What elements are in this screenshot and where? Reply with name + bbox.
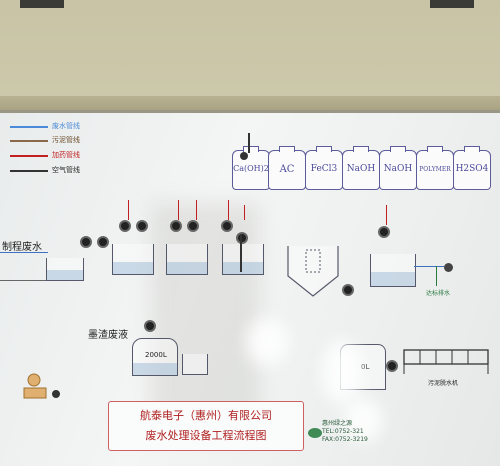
chemical-jar: NaOH [379,146,417,190]
wastewater-in-label: 制程废水 [2,242,42,253]
process-tank [112,244,154,275]
chemical-label: H2SO4 [455,164,489,174]
dosing-line [178,200,180,220]
light-glare [322,340,362,404]
chemical-jar: AC [268,146,306,190]
dosing-line [386,205,388,225]
tank-water [223,262,263,274]
agitator-motor-icon [240,152,248,160]
legend-line-chemical [10,155,48,157]
dosing-line [244,205,246,220]
chemical-label: NaOH [383,164,413,174]
chemical-jar: NaOH [342,146,380,190]
discharge-pipe [414,266,444,268]
process-tank [222,244,264,275]
sludge-machine-label: 污泥脱水机 [428,380,459,387]
company-title-box: 航泰电子（惠州）有限公司 废水处理设备工程流程图 [108,401,304,451]
chemical-label: POLYMER [419,166,451,173]
jar-cap [353,146,369,152]
legend-label-air: 空气管线 [52,166,80,174]
chemical-label: Ca(OH)2 [233,164,269,173]
legend-line-air [10,170,48,172]
company-name: 航泰电子（惠州）有限公司 [140,409,272,422]
chemical-jar: POLYMER [416,146,454,190]
jar-cap [390,146,406,152]
legend-label-wastewater: 废水管线 [52,122,80,130]
chemical-label: FeCl3 [310,164,338,174]
pump-icon [378,226,390,238]
tank-water [133,363,177,375]
pump-icon [97,236,109,248]
process-tank [46,258,84,281]
jar-cap [427,146,443,152]
discharge-drop [436,266,438,286]
filter-press-icon [403,349,489,374]
tank-water [371,272,415,286]
pump-icon [144,320,156,332]
legend-line-sludge [10,140,48,142]
dosing-line [228,200,230,220]
agitator-shaft [248,133,250,153]
filter-press [400,346,492,376]
tank-water [47,270,83,280]
pump-icon [342,284,354,296]
return-pipe [0,280,48,282]
discharge-label: 达标排水 [426,290,451,297]
light-glare [246,318,288,366]
pump-icon [386,360,398,372]
ink-tank-volume: 2000L [145,351,167,359]
sludge-tank-volume: 0L [361,363,370,371]
pump-icon [80,236,92,248]
contractor-contact: 惠州绿之源 TEL:0752-321 FAX:0752-3219 [322,420,368,444]
jar-cap [316,146,332,152]
chemical-jar: H2SO4 [453,146,491,190]
pump-icon [221,220,233,232]
pump-icon [136,220,148,232]
legend-label-sludge: 污泥管线 [52,136,80,144]
air-compressor [20,372,64,406]
process-tank [182,354,208,375]
jar-cap [464,146,480,152]
contractor-name: 惠州绿之源 [322,420,353,427]
chemical-jar: Ca(OH)2 [232,146,270,190]
flow-meter-icon [444,263,453,272]
clarifier-icon [287,246,339,297]
tank-water [167,262,207,274]
wall-mount-right [430,0,474,8]
process-tank [166,244,208,275]
mixer-shaft [240,234,242,272]
light-glare [344,398,382,442]
compressor-icon [23,373,60,399]
process-tank [370,254,416,287]
jar-cap [243,146,259,152]
dosing-line [128,200,130,220]
ink-waste-label: 墨渣废液 [88,330,128,341]
dosing-line [196,200,198,220]
contractor-tel: TEL:0752-321 [322,428,364,435]
chemical-label: AC [279,164,295,175]
chemical-label: NaOH [346,164,376,174]
wall-mount-left [20,0,64,8]
ink-tank: 2000L [132,338,178,376]
legend-label-chemical: 加药管线 [52,151,80,159]
legend-line-wastewater [10,126,48,128]
wastewater-pipe [0,252,48,254]
contractor-fax: FAX:0752-3219 [322,436,368,443]
chart-title: 废水处理设备工程流程图 [145,429,267,442]
contractor-logo [308,428,322,438]
wall-ledge [0,96,500,110]
chemical-jar: FeCl3 [305,146,343,190]
pump-icon [170,220,182,232]
tank-water [113,262,153,274]
pump-icon [119,220,131,232]
pump-icon [236,232,248,244]
pump-icon [187,220,199,232]
jar-cap [279,146,295,152]
clarifier [286,244,340,298]
